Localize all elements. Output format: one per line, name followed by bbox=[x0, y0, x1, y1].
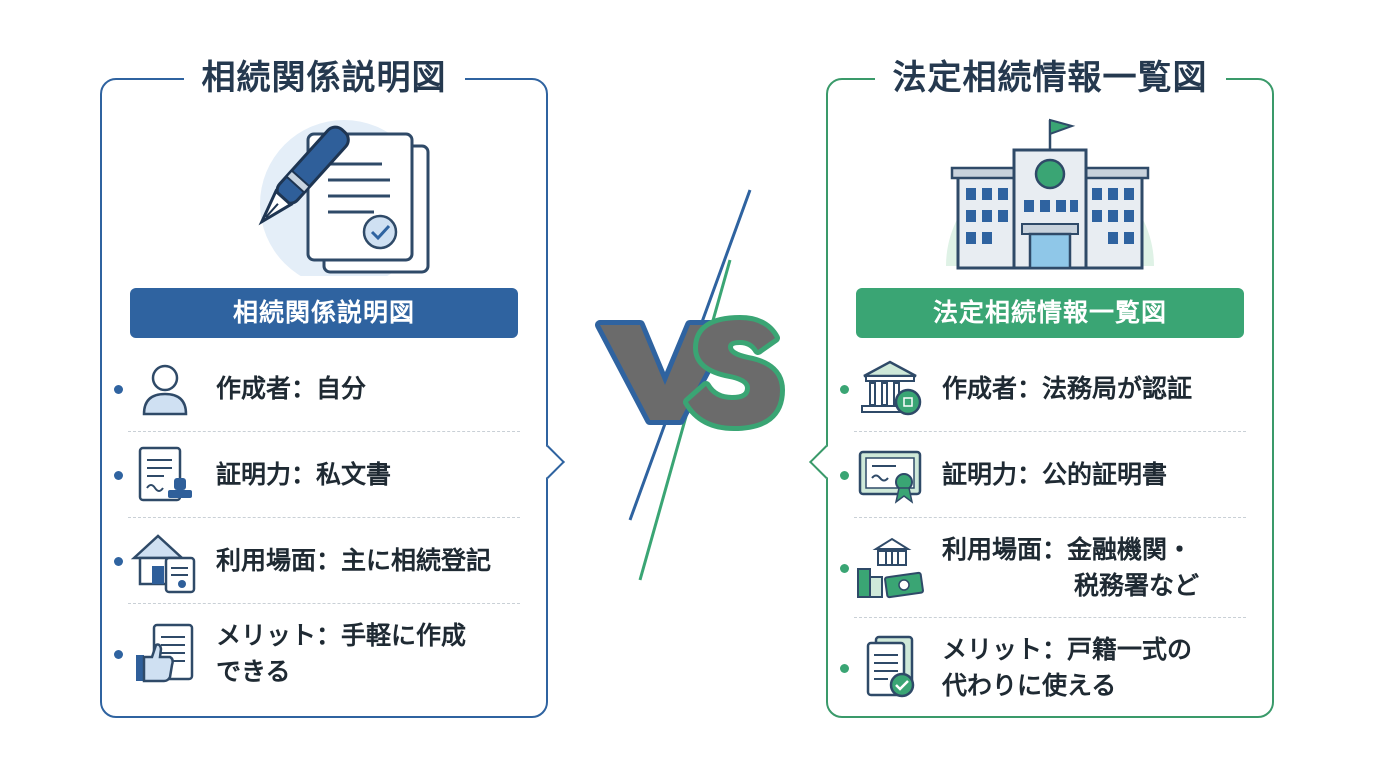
list-item: 作成者：法務局が認証 bbox=[828, 346, 1272, 432]
right-rows: 作成者：法務局が認証 証明力：公的証明書 bbox=[828, 346, 1272, 718]
row-text: 利用場面：金融機関・ 税務署など bbox=[942, 535, 1200, 600]
pen-document-icon bbox=[258, 120, 430, 276]
vs-mark bbox=[595, 189, 785, 581]
row-text: 証明力：私文書 bbox=[216, 460, 392, 489]
bullet-dot bbox=[840, 664, 849, 673]
list-item: 利用場面：金融機関・ 税務署など bbox=[828, 518, 1272, 618]
right-banner: 法定相続情報一覧図 bbox=[856, 288, 1244, 338]
bullet-dot bbox=[840, 564, 849, 573]
row-text: メリット：戸籍一式の 代わりに使える bbox=[942, 635, 1193, 700]
bank-city-money-icon bbox=[857, 537, 924, 599]
private-document-stamp-icon bbox=[138, 446, 192, 502]
list-item: メリット：手軽に作成 できる bbox=[102, 604, 546, 704]
person-icon bbox=[142, 364, 188, 416]
left-panel-title: 相続関係説明図 bbox=[102, 48, 546, 108]
row-text: 利用場面：主に相続登記 bbox=[216, 546, 492, 575]
row-text: 証明力：公的証明書 bbox=[942, 460, 1168, 489]
house-document-icon bbox=[130, 534, 196, 594]
list-item: 作成者：自分 bbox=[102, 346, 546, 432]
right-panel: 法定相続情報一覧図 法定相続情報一覧図 bbox=[809, 48, 1274, 718]
row-text: メリット：手軽に作成 できる bbox=[216, 621, 467, 686]
bullet-dot bbox=[840, 471, 849, 480]
documents-check-icon bbox=[866, 635, 915, 698]
left-rows: 作成者：自分 証明力：私文書 bbox=[102, 346, 546, 704]
bullet-dot bbox=[114, 471, 123, 480]
certificate-icon bbox=[858, 450, 922, 504]
list-item: メリット：戸籍一式の 代わりに使える bbox=[828, 618, 1272, 718]
bullet-dot bbox=[114, 385, 123, 394]
list-item: 利用場面：主に相続登記 bbox=[102, 518, 546, 604]
list-item: 証明力：公的証明書 bbox=[828, 432, 1272, 518]
bullet-dot bbox=[114, 650, 123, 659]
left-panel: 相続関係説明図 相続関係説明図 作成者：自分 bbox=[100, 48, 565, 718]
bullet-dot bbox=[840, 385, 849, 394]
government-building-icon bbox=[946, 118, 1154, 270]
row-text: 作成者：法務局が認証 bbox=[942, 374, 1193, 403]
bullet-dot bbox=[114, 557, 123, 566]
thumbs-up-document-icon bbox=[136, 623, 194, 683]
left-banner: 相続関係説明図 bbox=[130, 288, 518, 338]
list-item: 証明力：私文書 bbox=[102, 432, 546, 518]
bank-seal-icon bbox=[861, 360, 922, 416]
row-text: 作成者：自分 bbox=[216, 374, 367, 403]
right-panel-title: 法定相続情報一覧図 bbox=[828, 48, 1272, 108]
